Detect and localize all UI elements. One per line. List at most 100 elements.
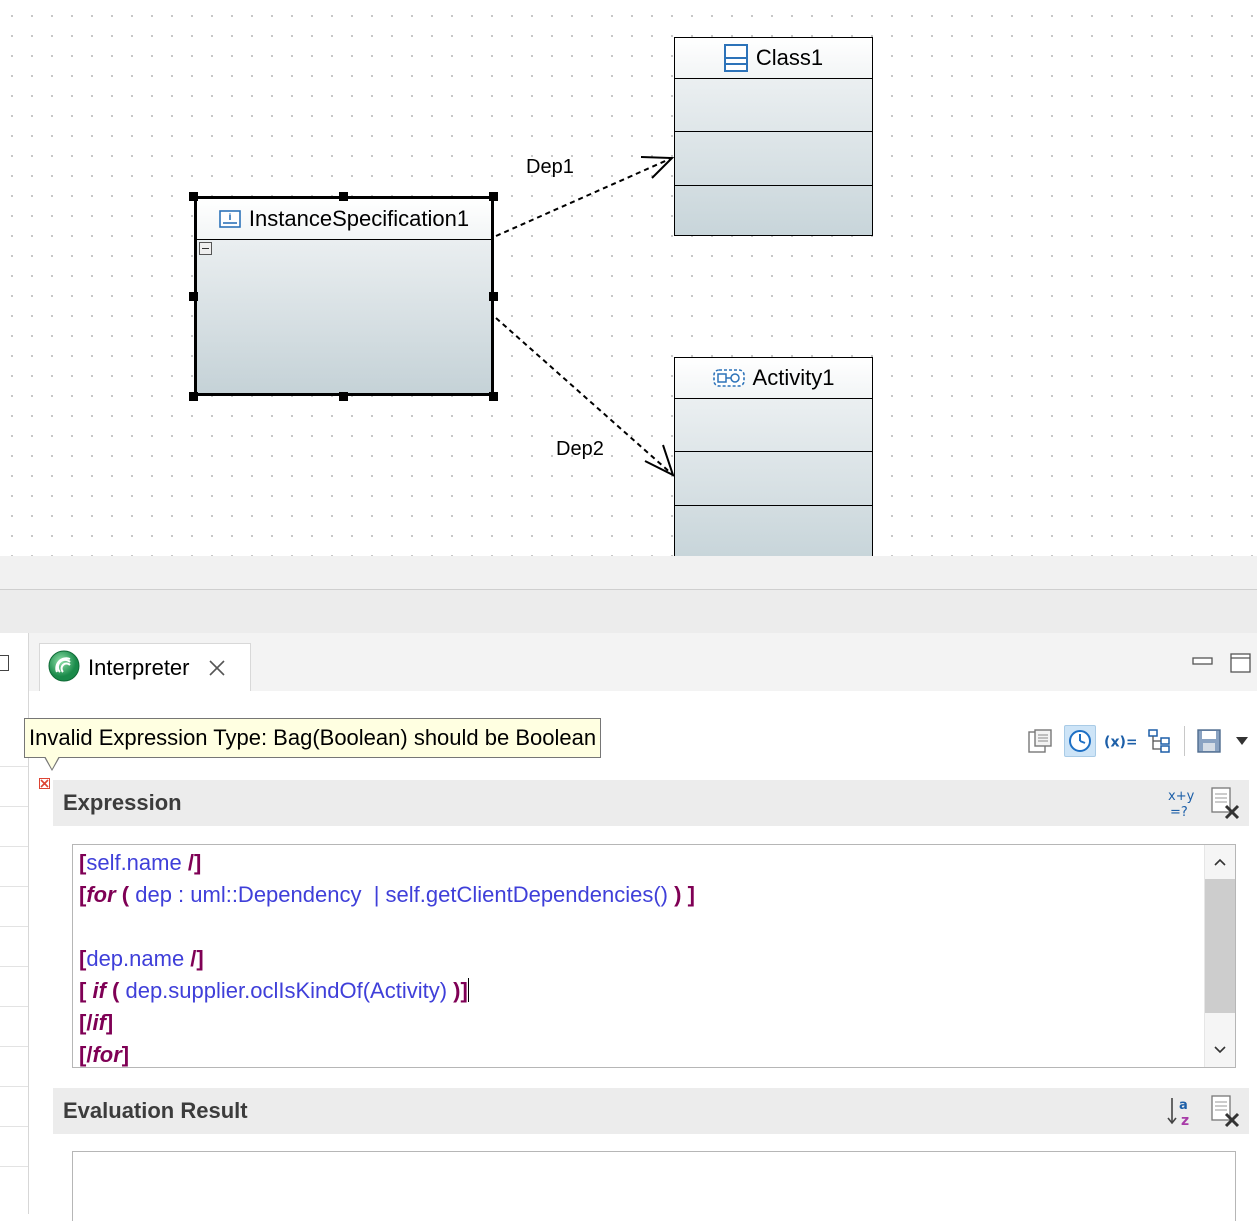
code-line[interactable]: [dep.name /] [79,943,695,975]
code-keyword: [ [79,978,93,1003]
activity-node-header: Activity1 [675,358,872,399]
instance-specification-icon [219,210,241,228]
code-keyword: [ [79,882,87,907]
activity-compartment[interactable] [675,451,872,452]
selection-handle[interactable] [189,292,198,301]
selection-handle[interactable] [489,292,498,301]
code-expression: self.name [86,850,182,875]
code-keyword: [/ [79,1042,93,1067]
svg-text:z: z [1181,1113,1189,1128]
activity-icon [712,368,745,388]
code-keyword: [/ [79,1010,93,1035]
error-marker-icon[interactable] [39,778,50,789]
activity-node-activity1[interactable]: Activity1 [674,357,873,556]
code-keyword: [ [79,946,87,971]
scroll-up-icon[interactable] [1205,847,1235,877]
code-line[interactable] [79,911,695,943]
evaluate-icon[interactable]: x+y=? [1167,786,1199,824]
close-icon[interactable] [208,659,226,677]
class-icon [723,44,748,72]
code-expression: dep.supplier.oclIsKindOf(Activity) [125,978,448,1003]
instance-specification-node[interactable]: InstanceSpecification1 [194,196,494,396]
code-keyword: /] [184,946,204,971]
collapse-compartment-button[interactable] [199,242,212,255]
selection-handle[interactable] [189,192,198,201]
variables-icon[interactable]: (x)= [1104,725,1136,757]
activity-name[interactable]: Activity1 [752,365,835,390]
selection-handle[interactable] [189,392,198,401]
interpreter-icon [48,650,80,686]
evaluation-result-area[interactable] [72,1151,1236,1221]
edge-label-dep2[interactable]: Dep2 [556,438,604,460]
code-keyword: ] [105,1010,114,1035]
clear-result-icon[interactable] [1209,1094,1241,1132]
code-keyword: )] [447,978,468,1003]
svg-text:x+y: x+y [1168,789,1195,804]
attributes-compartment[interactable] [675,131,872,132]
code-keyword: /] [181,850,202,875]
interpreter-view: (x)= Expression x+y=? [self.name /][for … [29,691,1257,1221]
svg-text:(x)=: (x)= [1104,735,1136,751]
code-expression: dep : uml::Dependency | self.getClientDe… [135,882,669,907]
hierarchy-icon[interactable] [1144,725,1176,757]
class-node-header: Class1 [675,38,872,79]
error-tooltip: Invalid Expression Type: Bag(Boolean) sh… [24,718,602,758]
code-keyword: ( [105,978,126,1003]
code-line[interactable]: [/if] [79,1007,695,1039]
expression-section-header[interactable]: Expression x+y=? [53,780,1249,826]
code-keyword: for [92,1042,122,1067]
clear-expression-icon[interactable] [1209,786,1241,824]
class-node-class1[interactable]: Class1 [674,37,873,236]
minimize-icon[interactable] [1192,653,1214,672]
selection-handle[interactable] [339,192,348,201]
save-icon[interactable] [1193,725,1225,757]
text-caret [467,978,469,1002]
view-tab-bar: Interpreter [29,633,1257,692]
selection-handle[interactable] [489,192,498,201]
code-line[interactable]: [ if ( dep.supplier.oclIsKindOf(Activity… [79,975,695,1007]
instance-name[interactable]: InstanceSpecification1 [248,206,470,231]
code-keyword: ) ] [668,882,695,907]
code-line[interactable]: [/for] [79,1039,695,1067]
view-menu-icon[interactable] [1233,725,1251,757]
selection-handle[interactable] [339,392,348,401]
view-toolbar: (x)= [1024,721,1251,761]
expression-code[interactable]: [self.name /][for ( dep : uml::Dependenc… [79,847,695,1067]
vertical-scrollbar[interactable] [1204,845,1235,1067]
expression-section-title: Expression [63,790,182,815]
realtime-evaluation-icon[interactable] [1064,725,1096,757]
view-separator[interactable] [0,590,1257,633]
selection-handle[interactable] [489,392,498,401]
restore-icon[interactable] [0,655,9,671]
edge-label-dep1[interactable]: Dep1 [526,156,574,178]
svg-text:=?: =? [1170,805,1188,820]
tab-interpreter[interactable]: Interpreter [39,643,251,691]
result-section-title: Evaluation Result [63,1098,248,1123]
operations-compartment[interactable] [675,185,872,186]
code-keyword: if [92,1010,106,1035]
code-keyword: ( [115,882,136,907]
code-keyword: if [92,978,106,1003]
scrollbar-thumb[interactable] [1205,879,1235,1013]
dependency-edges [495,156,675,477]
class-name[interactable]: Class1 [755,45,824,70]
code-line[interactable]: [self.name /] [79,847,695,879]
diagram-canvas[interactable]: Dep1 Dep2 Class1 Activity1 InstanceSpec [0,0,1257,556]
dependency-edge-dep1[interactable] [495,156,675,237]
link-with-editor-icon[interactable] [1024,725,1056,757]
editor-bottom-bar [0,556,1257,590]
maximize-icon[interactable] [1230,653,1252,679]
code-expression: dep.name [86,946,185,971]
dependency-edge-dep2[interactable] [495,317,675,477]
code-keyword: for [86,882,116,907]
scroll-down-icon[interactable] [1205,1035,1235,1065]
tab-label: Interpreter [88,654,190,680]
svg-text:a: a [1179,1098,1188,1113]
code-keyword: ] [121,1042,130,1067]
code-line[interactable]: [for ( dep : uml::Dependency | self.getC… [79,879,695,911]
expression-editor[interactable]: [self.name /][for ( dep : uml::Dependenc… [72,844,1236,1068]
activity-compartment[interactable] [675,505,872,506]
instance-node-header: InstanceSpecification1 [197,199,491,240]
